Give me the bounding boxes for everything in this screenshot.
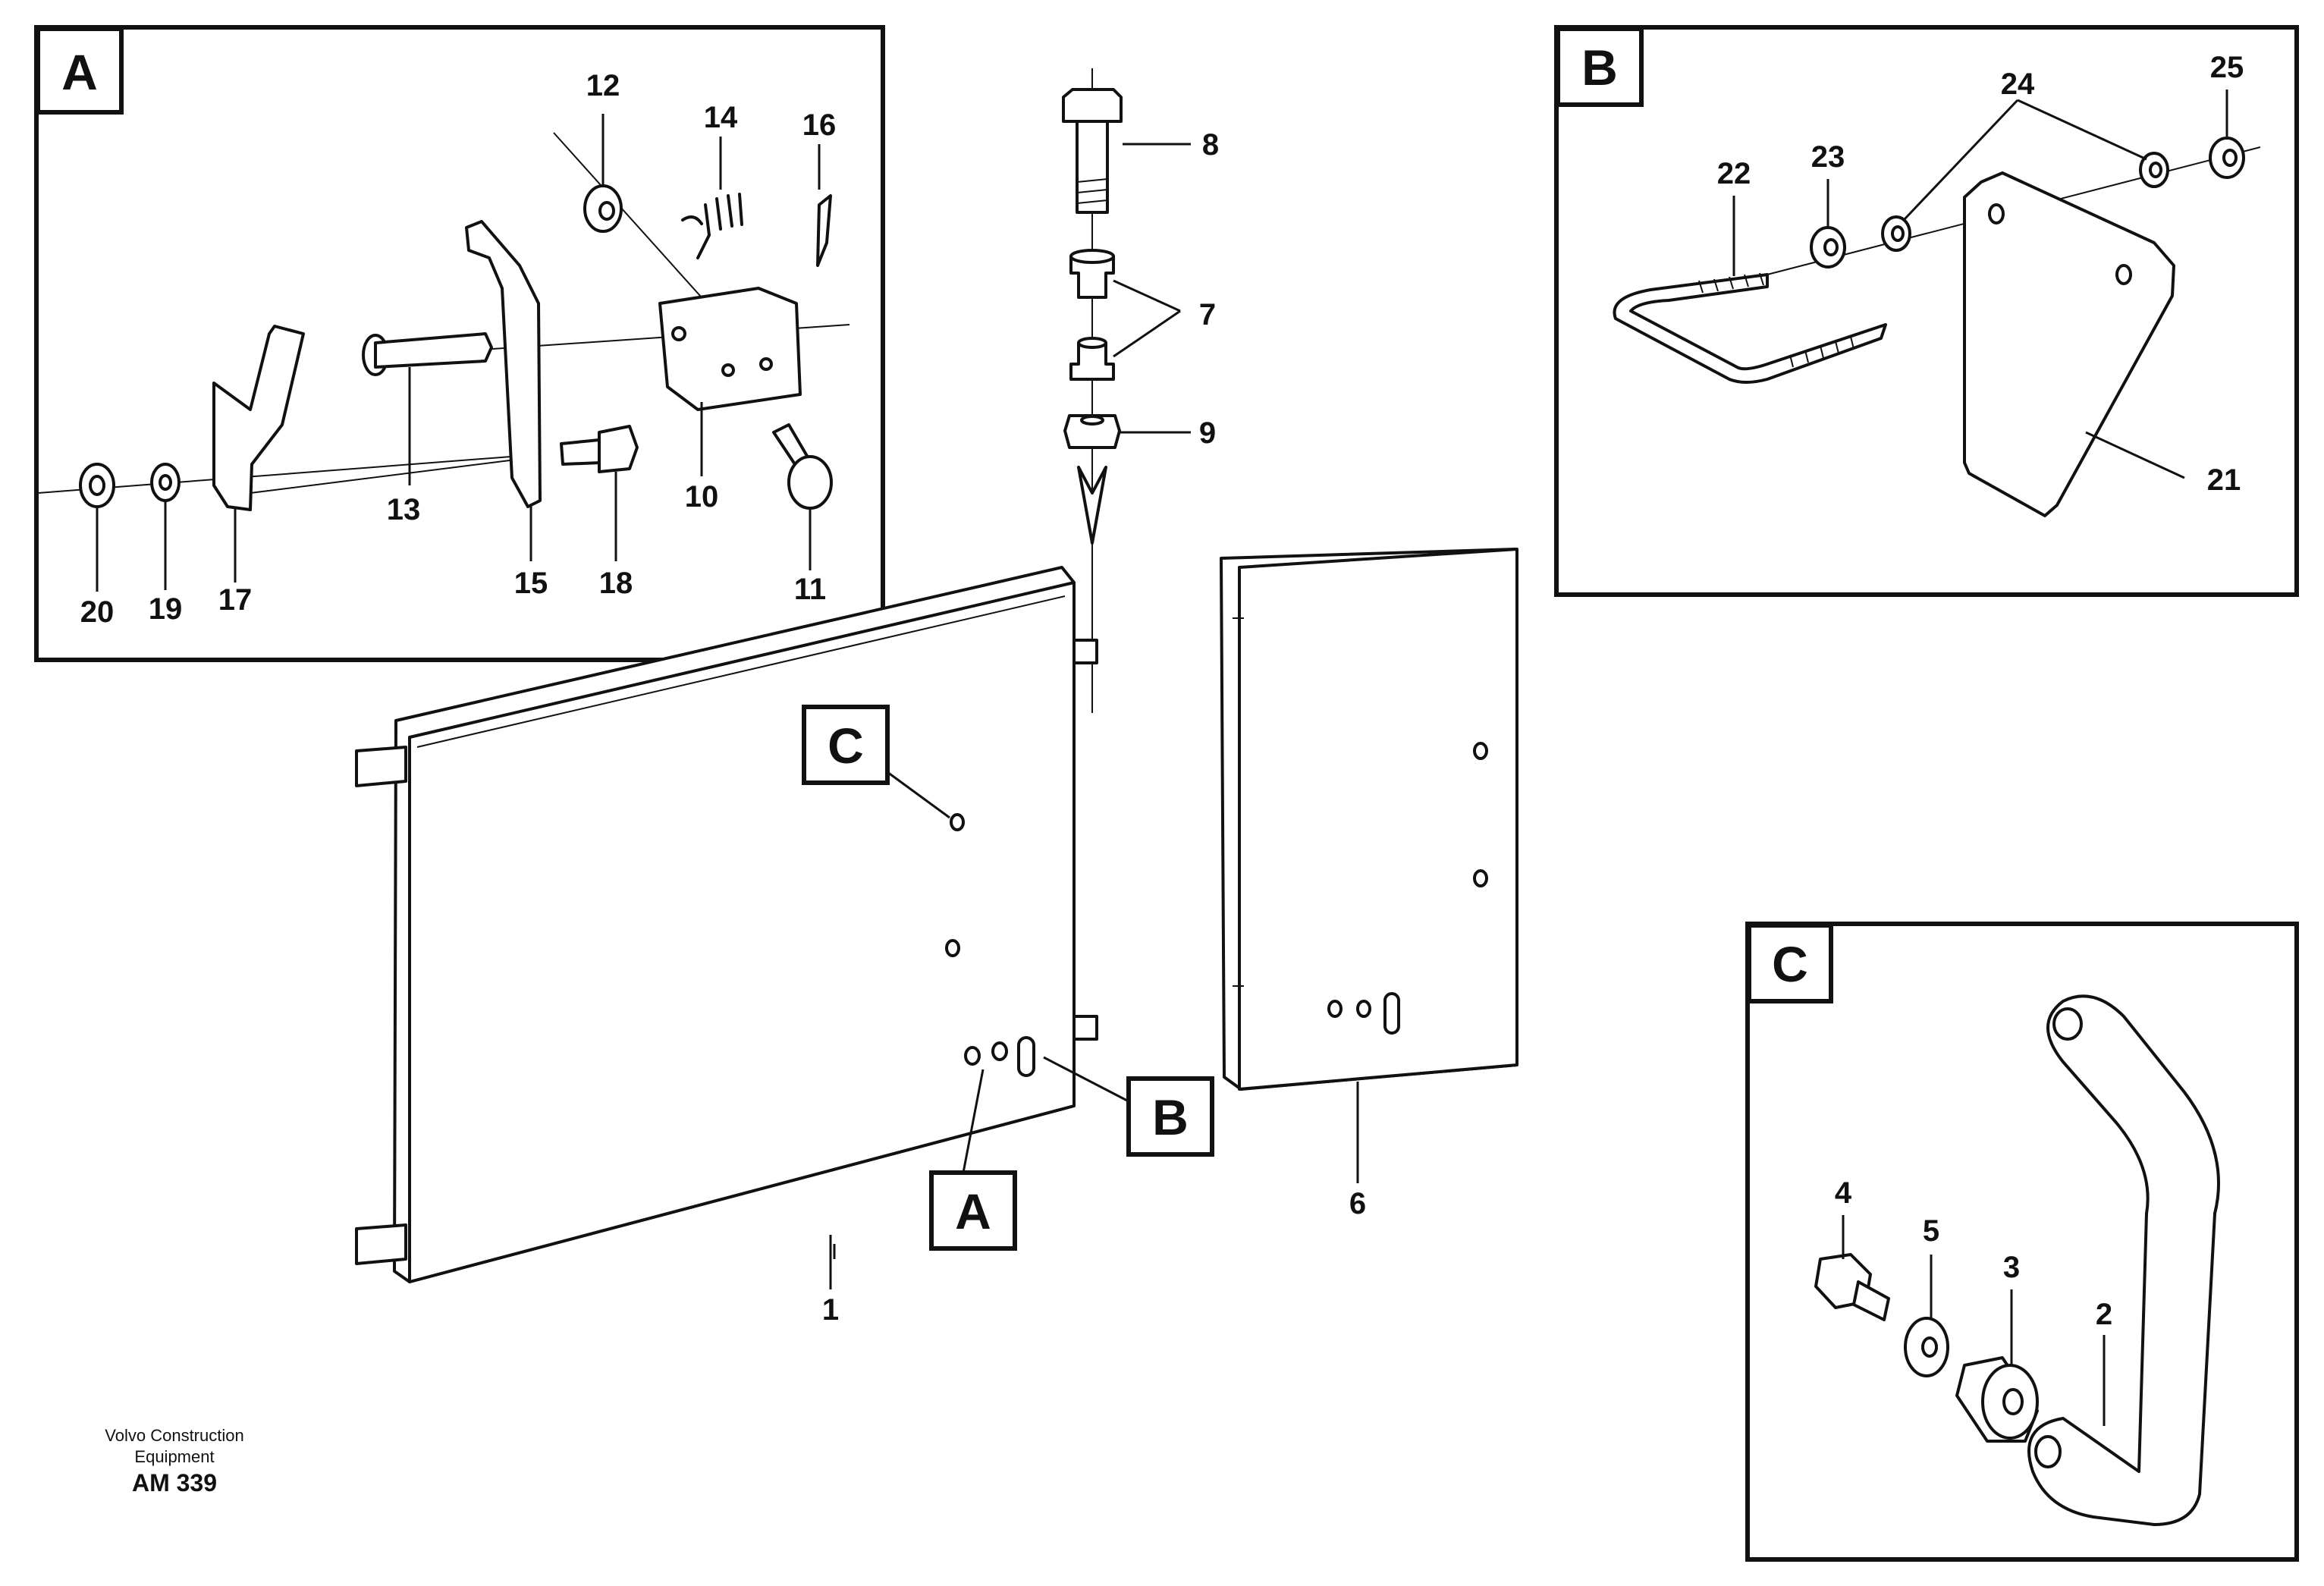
label-part-4: 4 <box>1835 1176 1852 1210</box>
part-21-plate <box>1963 171 2175 517</box>
door-hinge-knuckle-lower <box>1072 1015 1098 1041</box>
part-1-door-panel: 1 C A B <box>355 566 1214 1327</box>
label-part-16: 16 <box>802 108 837 142</box>
label-part-9: 9 <box>1199 416 1216 450</box>
detail-b-label: B <box>1581 39 1618 96</box>
assembly-arrow <box>1077 466 1107 545</box>
part-12-nut <box>583 184 623 233</box>
door6-hole-lower <box>1473 869 1488 887</box>
part-6-door-panel: 6 <box>1220 548 1518 1220</box>
part-7-bushing-lower <box>1069 341 1115 381</box>
door6-hole-lock-1 <box>1327 1000 1343 1018</box>
label-part-7: 7 <box>1199 298 1216 331</box>
label-part-8: 8 <box>1202 128 1219 162</box>
part-22-u-bolt <box>1613 273 1887 384</box>
door-callout-a-label: A <box>955 1183 991 1239</box>
part-24-washer-inner <box>1881 215 1911 252</box>
door-hinge-bottom <box>355 1223 407 1265</box>
door-callout-b-box <box>1126 1076 1214 1157</box>
label-part-14: 14 <box>704 101 738 134</box>
part-5-washer <box>1904 1317 1949 1377</box>
part-16-cotter-pin <box>816 194 832 267</box>
part-11-knob <box>772 423 833 510</box>
label-part-10: 10 <box>685 480 719 513</box>
part-18-bolt <box>560 425 639 473</box>
part-10-lock-body <box>658 287 802 411</box>
detail-c-panel: C 4 5 3 2 <box>1745 922 2299 1562</box>
label-part-6: 6 <box>1349 1187 1366 1220</box>
part-25-nut <box>2209 137 2245 179</box>
door-callout-a-box <box>929 1170 1017 1251</box>
part-7-bushing-upper <box>1069 255 1115 299</box>
door6-slot <box>1383 992 1400 1035</box>
part-3-spacer <box>1955 1356 2039 1443</box>
footer-credit: Volvo Construction Equipment AM 339 <box>105 1426 243 1496</box>
label-part-25: 25 <box>2210 51 2244 84</box>
door-hole-handle-lower <box>945 939 960 957</box>
part-20-nut <box>79 463 115 508</box>
label-part-3: 3 <box>2003 1251 2020 1284</box>
detail-a-panel: A <box>34 25 885 662</box>
part-9-nut <box>1063 414 1121 449</box>
label-part-24: 24 <box>2001 68 2035 101</box>
detail-b-panel: B 22 <box>1554 25 2299 597</box>
door-hole-lock-1 <box>964 1046 981 1066</box>
door-slot-lock <box>1017 1036 1035 1077</box>
label-part-2: 2 <box>2096 1298 2112 1331</box>
label-part-13: 13 <box>387 493 421 526</box>
label-part-11: 11 <box>794 573 826 606</box>
label-part-12: 12 <box>586 69 620 102</box>
hinge-pin-assembly: 8 7 9 <box>1062 68 1219 713</box>
part-24-washer-outer <box>2139 152 2169 188</box>
label-part-1: 1 <box>822 1293 839 1327</box>
door-callout-c-box <box>802 705 890 785</box>
part-13-pin <box>362 332 493 376</box>
part-23-nut <box>1810 226 1846 269</box>
detail-b-tag <box>1556 27 1644 107</box>
label-part-21: 21 <box>2207 463 2241 497</box>
door-hole-lock-2 <box>991 1041 1008 1061</box>
door-hinge-top <box>355 746 407 787</box>
drawing-code: AM 339 <box>132 1469 217 1496</box>
label-part-20: 20 <box>80 595 115 629</box>
part-17-bracket <box>212 325 305 511</box>
door6-hole-upper <box>1473 742 1488 760</box>
part-8-bolt <box>1062 88 1123 123</box>
door-callout-b-label: B <box>1152 1089 1189 1145</box>
label-part-19: 19 <box>149 592 183 626</box>
door6-hole-lock-2 <box>1356 1000 1371 1018</box>
part-2-handle <box>2027 994 2220 1526</box>
detail-c-tag <box>1747 923 1833 1003</box>
company-name-line1: Volvo Construction <box>105 1426 243 1445</box>
detail-a-label: A <box>61 44 98 100</box>
detail-a-tag <box>36 27 124 115</box>
label-part-15: 15 <box>514 567 548 600</box>
label-part-17: 17 <box>218 583 253 617</box>
label-part-5: 5 <box>1923 1214 1939 1248</box>
part-14-spring <box>681 193 743 259</box>
door-hinge-knuckle-upper <box>1072 639 1098 664</box>
part-19-washer <box>150 463 181 502</box>
door-callout-c-label: C <box>828 718 864 774</box>
label-part-18: 18 <box>599 567 633 600</box>
part-4-bolt <box>1814 1253 1890 1321</box>
company-name-line2: Equipment <box>134 1447 214 1466</box>
label-part-23: 23 <box>1811 140 1845 174</box>
part-15-latch-plate <box>465 220 542 508</box>
label-part-22: 22 <box>1717 157 1751 190</box>
detail-c-label: C <box>1772 936 1808 992</box>
door-hole-handle-upper <box>950 813 965 831</box>
